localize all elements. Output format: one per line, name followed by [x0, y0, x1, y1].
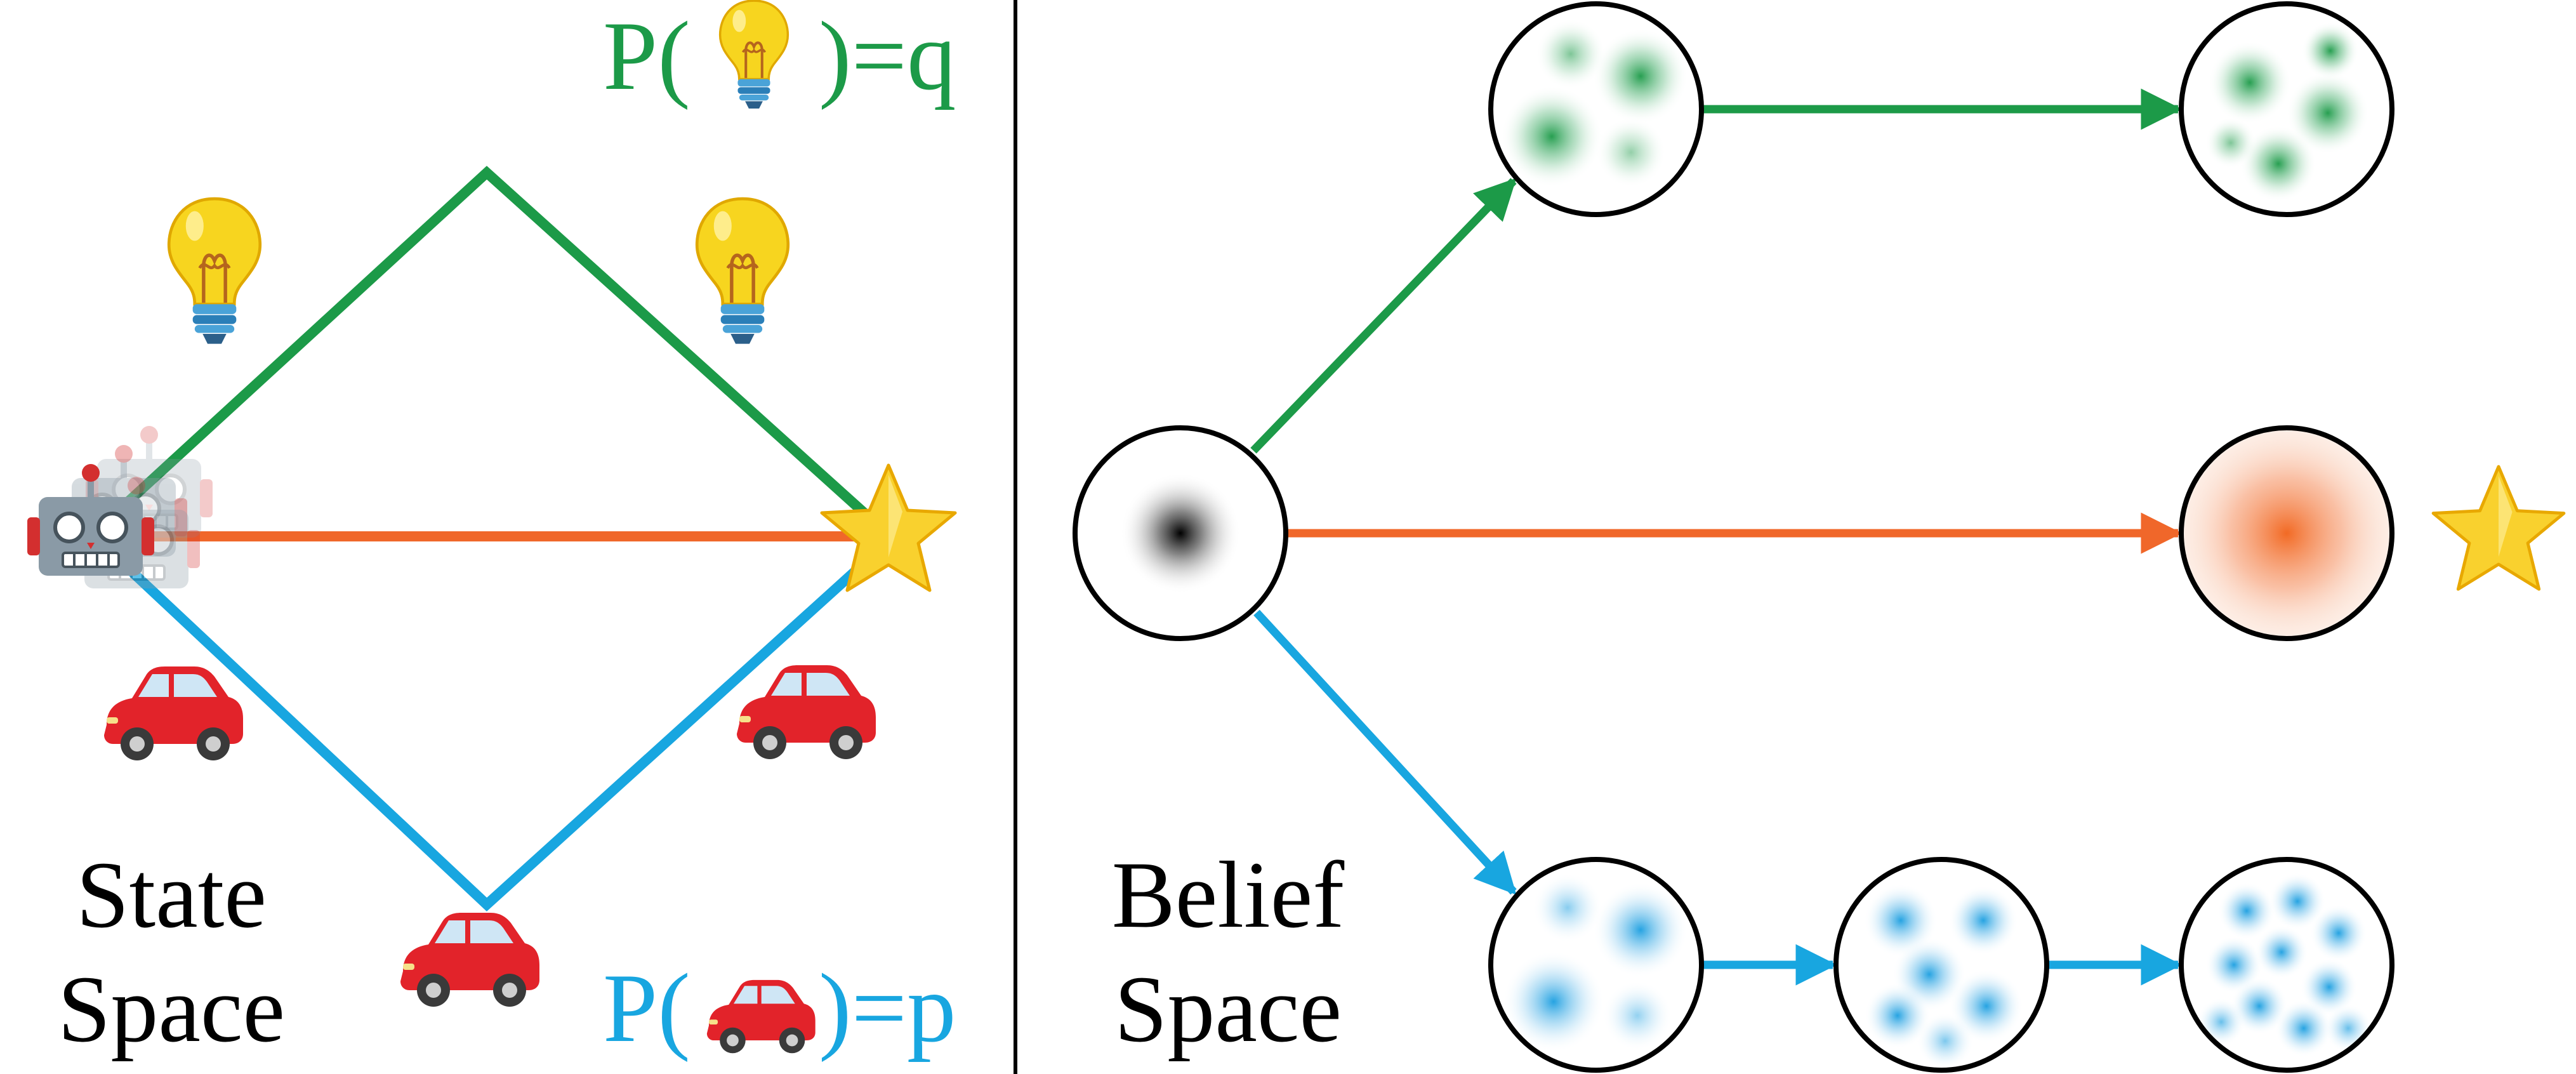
prob-bulb-suffix: )=q: [819, 1, 956, 110]
belief-orange: [2179, 425, 2394, 641]
belief-blue-1: [1488, 857, 1704, 1073]
lightbulb-icon: [697, 199, 788, 344]
prob-bulb-icon: [720, 1, 788, 109]
belief-space-panel: Belief Space: [1073, 1, 2564, 1073]
star-icon: [2433, 467, 2564, 589]
prob-bulb-prefix: P(: [603, 1, 690, 110]
state-space-panel: P( )=q P( )=p State Space: [27, 1, 956, 1063]
state-space-label-line1: State: [76, 842, 267, 948]
belief-blue-3: [2179, 857, 2394, 1073]
green-path: [107, 166, 876, 524]
car-icon: [400, 913, 539, 1007]
belief-initial: [1073, 425, 1288, 641]
belief-space-label-line2: Space: [1114, 957, 1342, 1062]
arrow-to-green-belief: [1250, 178, 1517, 454]
arrow-to-blue-belief: [1253, 609, 1517, 895]
prob-car-suffix: )=p: [819, 953, 956, 1063]
star-icon: [822, 465, 955, 590]
belief-green-2: [2179, 1, 2394, 217]
lightbulb-icon: [169, 199, 260, 344]
belief-blue-2: [1833, 857, 2049, 1073]
belief-space-label-line1: Belief: [1112, 842, 1345, 948]
car-icon: [104, 666, 243, 760]
prob-car-prefix: P(: [603, 953, 690, 1063]
state-space-label-line2: Space: [58, 957, 285, 1062]
prob-car-icon: [706, 979, 816, 1054]
belief-green-1: [1488, 1, 1704, 217]
blue-path: [107, 548, 876, 912]
car-icon: [737, 665, 876, 759]
